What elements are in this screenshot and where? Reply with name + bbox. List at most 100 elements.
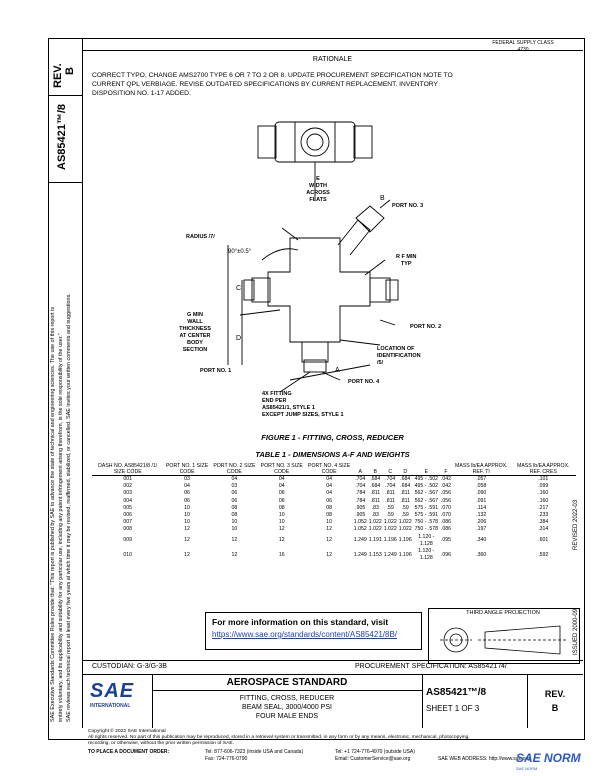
table-cell: .095: [440, 537, 452, 544]
titleblock-rev-label: REV.: [544, 689, 566, 699]
label-angle: 90°±0.5°: [228, 249, 252, 255]
watermark: SAE NORM: [516, 751, 581, 765]
table-cell: 1.022: [383, 519, 397, 526]
federal-supply-class-title: FEDERAL SUPPLY CLASS: [492, 40, 554, 46]
table-cell: .811: [370, 497, 381, 504]
title-line2: BEAM SEAL, 3000/4000 PSI: [242, 704, 332, 711]
rationale-line3: DISPOSITION NO. 1-17 ADDED.: [92, 90, 191, 97]
table-cell: 1.249: [353, 551, 367, 558]
label-g-thickness: THICKNESS: [179, 326, 211, 332]
table-cell: 1.022: [368, 519, 382, 526]
table-cell: 12: [184, 537, 190, 544]
table-cell: 08: [231, 512, 238, 519]
footer-copyright: Copyright © 2022 SAE International: [88, 729, 166, 734]
table-cell: .096: [440, 551, 452, 558]
label-c: C: [236, 285, 241, 292]
table-cell: 008: [123, 526, 133, 533]
table-cell: 04: [326, 490, 332, 497]
footer: Copyright © 2022 SAE International All r…: [88, 729, 588, 747]
sae-rules-line1: SAE Executive Standards Committee Rules …: [50, 306, 56, 722]
footer-web: SAE WEB ADDRESS: http://www.sae.org: [438, 756, 530, 762]
table-cell: 1.249: [353, 537, 367, 544]
table-cell: .684: [400, 483, 411, 490]
third-angle-label: THIRD ANGLE PROJECTION: [466, 610, 540, 616]
label-e-width: E WIDTH ACROSS FLATS: [288, 176, 348, 204]
table-cell: .59: [386, 504, 394, 511]
table-cell: 575 - .591: [414, 512, 438, 519]
label-location-line2: IDENTIFICATION: [377, 353, 421, 359]
table-cell: 12: [278, 537, 285, 544]
footer-order: TO PLACE A DOCUMENT ORDER:: [88, 749, 170, 755]
federal-supply-class: FEDERAL SUPPLY CLASS 4730: [468, 40, 578, 54]
table-cell: 575 - .591: [414, 504, 438, 511]
table-cell: .233: [538, 512, 549, 519]
figure-caption: FIGURE 1 - FITTING, CROSS, REDUCER: [261, 433, 404, 442]
table-cell: .784: [355, 497, 366, 504]
table-cell: .314: [538, 526, 549, 533]
table-cell: .811: [400, 497, 411, 504]
sae-logo: SAE INTERNATIONAL: [90, 680, 148, 724]
table-cell: 1.196: [398, 537, 412, 544]
table-cell: 004: [123, 497, 133, 504]
table-cell: 1.191: [368, 537, 382, 544]
table-cell: 10: [326, 519, 332, 526]
table-cell: .042: [440, 483, 452, 490]
table-header-cell: PORT NO. 1 SIZE CODE: [163, 463, 211, 476]
table-cell: 03: [184, 476, 190, 482]
table-cell: .101: [538, 476, 549, 482]
docnum-box-divider: [48, 182, 82, 183]
table-cell: 04: [231, 476, 238, 482]
table-cell: 10: [184, 504, 190, 511]
label-g-min: G MIN: [187, 312, 203, 318]
table-cell: .099: [538, 483, 549, 490]
label-d: D: [236, 335, 241, 342]
table-cell: 08: [326, 512, 332, 519]
table-cell: 06: [326, 497, 332, 504]
label-fitting-line4: EXCEPT JUMP SIZES, STYLE 1: [262, 412, 344, 418]
table-cell: .59: [401, 512, 409, 519]
table-cell: 06: [278, 490, 285, 497]
table-cell: .132: [476, 512, 487, 519]
table-cell: 04: [278, 476, 285, 482]
aerospace-standard: AEROSPACE STANDARD: [226, 677, 348, 688]
rev-value: B: [64, 67, 76, 75]
table-cell: .086: [440, 519, 452, 526]
fitting-drawing: C D A B 90°±0.5°: [227, 121, 399, 393]
table-cell: .070: [440, 504, 452, 511]
label-width: WIDTH: [308, 183, 328, 189]
more-info-link[interactable]: https://www.sae.org/standards/content/AS…: [212, 630, 397, 639]
table-cell: .056: [440, 497, 452, 504]
table-cell: .905: [355, 504, 366, 511]
table-cell: 1.022: [383, 526, 397, 533]
titleblock-rev-value: B: [551, 703, 559, 713]
table-cell: 04: [326, 483, 332, 490]
table-cell: 10: [231, 526, 238, 533]
table-cell: 04: [278, 483, 285, 490]
label-flats: FLATS: [309, 197, 327, 203]
table-cell: 007: [123, 519, 133, 526]
table-cell: .601: [538, 537, 549, 544]
footer-tel2: Tel: +1 724-776-4970 (outside USA): [335, 749, 415, 755]
table-cell: .384: [538, 519, 549, 526]
table-cell: .114: [476, 504, 487, 511]
table-cell: 1.120 - 1.128: [418, 533, 435, 547]
table-cell: 1.022: [398, 526, 412, 533]
table-cell: 750 - .578: [414, 519, 438, 526]
third-angle-symbol: [440, 625, 566, 655]
table-cell: .83: [371, 512, 379, 519]
label-g-section: SECTION: [182, 347, 208, 353]
table-cell: 1.153: [368, 551, 382, 558]
table-cell: 12: [326, 537, 332, 544]
rev-box-divider: [48, 95, 82, 96]
document-title: FITTING, CROSS, REDUCER BEAM SEAL, 3000/…: [152, 694, 422, 721]
table-cell: .684: [400, 476, 411, 482]
table-cell: .086: [440, 526, 452, 533]
label-fitting-line3: AS85421/1, STYLE 1: [262, 405, 315, 411]
page-frame: [48, 38, 585, 740]
